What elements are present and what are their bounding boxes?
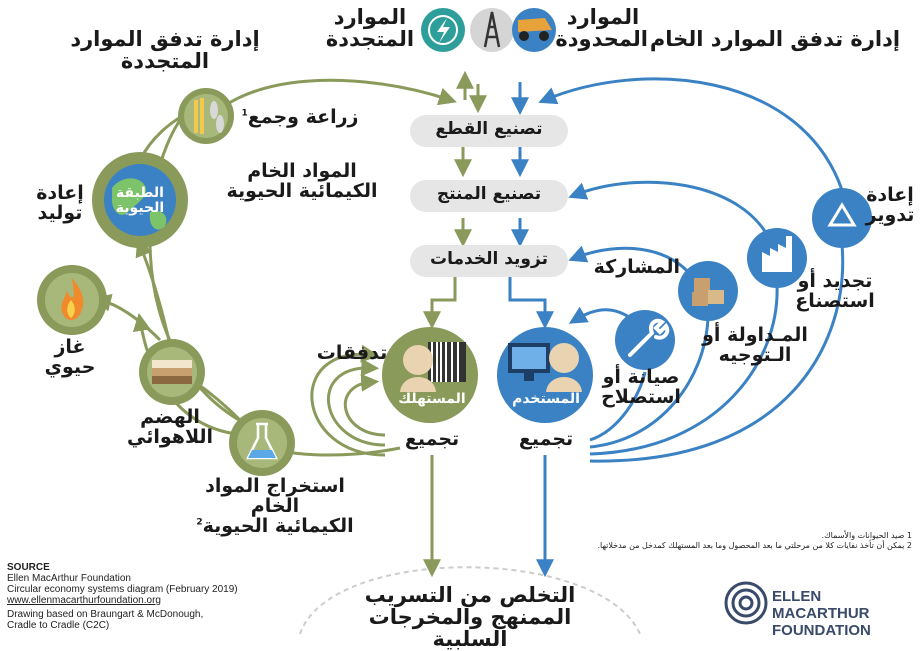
factory-icon (747, 228, 807, 288)
redistribute-label: المـداولة أو الـتوجيه (702, 324, 808, 366)
collection-left-label: تجميع (404, 428, 460, 450)
source-block: SOURCE Ellen MacArthur Foundation Circul… (7, 562, 238, 631)
extraction-label: استخراج المواد الخام الكيمائية الحيوية2 (180, 475, 370, 537)
footnote-1: 1 صيد الحيوانات والأسماك. (821, 531, 912, 540)
soil-layers-icon (139, 339, 205, 405)
recycle-label: إعادة تدوير (865, 184, 915, 226)
boxes-icon (678, 261, 738, 321)
wheat-fish-icon (178, 88, 234, 144)
finite-label: الموارد المحدودة (555, 5, 648, 52)
regeneration-label: إعادة توليد (36, 182, 84, 224)
renewables-label: الموارد المتجددة (325, 5, 415, 52)
leakage-boundary (299, 566, 641, 634)
raw-flow-header: إدارة تدفق الموارد الخام (649, 27, 901, 51)
flame-icon (37, 265, 107, 335)
service-provider-pill (410, 245, 568, 277)
consumer-label: المستهلك (398, 391, 466, 407)
farming-text: زراعة وجمع (247, 106, 359, 128)
extraction-note-ref: 2 (196, 517, 203, 528)
lightning-icon (421, 8, 465, 52)
maintain-label: صيانة أو استصلاح (601, 366, 681, 408)
parts-making-label: تصنيع القطع (435, 119, 543, 139)
foundation-logo: ELLEN MACARTHUR FOUNDATION (772, 588, 920, 639)
tech-flows (508, 77, 845, 578)
renewable-flow-header: إدارة تدفق الموارد المتجددة (70, 27, 260, 74)
product-making-pill (410, 180, 568, 212)
source-org: Ellen MacArthur Foundation (7, 573, 131, 584)
wrench-icon (615, 310, 675, 370)
extraction-text: استخراج المواد الخام الكيمائية الحيوية (202, 475, 354, 537)
source-url[interactable]: www.ellenmacarthurfoundation.org (7, 595, 161, 606)
biochemical-feedstock-label: المواد الخام الكيمائية الحيوية (226, 160, 378, 202)
source-diagram: Circular economy systems diagram (Februa… (7, 584, 238, 595)
logo-line-2: FOUNDATION (772, 622, 871, 639)
farming-label: زراعة وجمع1 (240, 106, 360, 128)
logo-line-1: ELLEN MACARTHUR (772, 588, 870, 622)
footnote-2: 2 يمكن أن تأخذ نفايات كلا من مرحلتي ما ب… (597, 541, 912, 550)
share-label: المشاركة (593, 256, 680, 278)
farming-note-ref: 1 (241, 108, 248, 119)
pipeline (410, 115, 568, 277)
product-making-label: تصنيع المنتج (436, 184, 542, 204)
service-provider-label: تزويد الخدمات (430, 249, 548, 269)
biogas-label: غاز حيوي (44, 336, 96, 378)
mining-truck-icon (512, 8, 556, 52)
circular-economy-diagram (37, 8, 872, 634)
footnotes: 1 صيد الحيوانات والأسماك. 2 يمكن أن تأخذ… (597, 531, 912, 551)
recycle-icon (812, 188, 872, 248)
leakage-label: التخلص من التسريب الممنهج والمخرجات السل… (364, 583, 576, 651)
oil-rig-icon (470, 8, 514, 52)
source-credit: Drawing based on Braungart & McDonough, (7, 609, 204, 620)
flask-icon (229, 410, 295, 476)
source-heading: SOURCE (7, 562, 50, 573)
globe-icon (92, 152, 188, 248)
collection-right-label: تجميع (518, 428, 574, 450)
parts-making-pill (410, 115, 568, 147)
person-barcode-icon (382, 327, 478, 423)
anaerobic-digestion-label: الهضم اللاهوائي (126, 406, 214, 448)
biosphere-label: الطبقة الحيوية (115, 185, 165, 216)
logo-mark (724, 581, 768, 625)
person-monitor-icon (497, 327, 593, 423)
user-label: المستخدم (512, 391, 580, 407)
source-credit-2: Cradle to Cradle (C2C) (7, 620, 110, 631)
refurbish-label: تجديد أو استصناع (795, 270, 875, 312)
cascades-label: تدفقات (316, 342, 388, 364)
